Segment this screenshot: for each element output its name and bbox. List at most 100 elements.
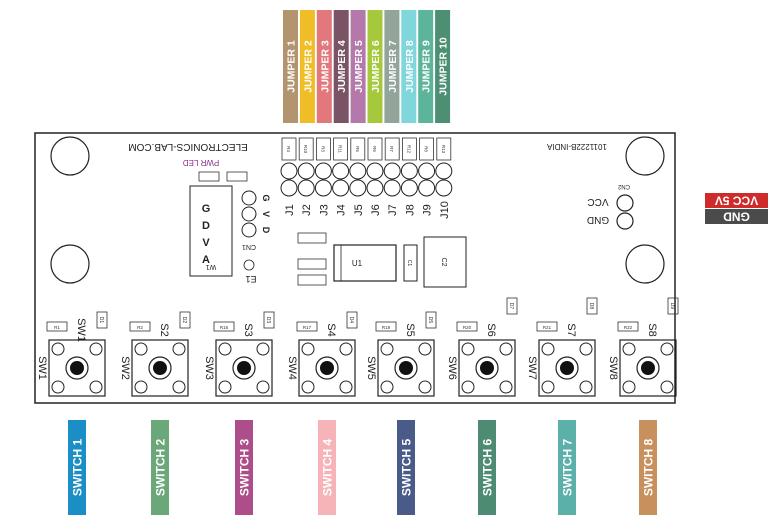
w1-connector xyxy=(189,185,233,277)
mounting-hole xyxy=(625,136,665,176)
switch-s-label-wrap: S4 xyxy=(325,323,337,336)
cn2-pin-label-wrap: GND xyxy=(587,214,609,225)
switch-sw-label-wrap: SW6 xyxy=(446,356,458,380)
switch-ring xyxy=(148,356,172,380)
resistor-pad xyxy=(384,137,400,161)
jumper-tag-label-wrap: JUMPER 4 xyxy=(336,40,348,93)
switch-sw-label: SW6 xyxy=(446,356,458,380)
w1-label: W1 xyxy=(206,263,217,270)
switch-leg xyxy=(301,342,315,356)
w1-pin-label: V xyxy=(202,237,210,249)
diode-label: D5 xyxy=(427,317,433,324)
diode-label: D9 xyxy=(669,303,675,310)
switch-leg xyxy=(256,380,270,394)
diode-pad xyxy=(586,297,598,315)
switch-button xyxy=(560,361,574,375)
switch-sw-label: SW1 xyxy=(36,356,48,380)
jumper-tag-label: JUMPER 9 xyxy=(421,40,433,93)
switch-leg xyxy=(461,342,475,356)
header-label-wrap: J10 xyxy=(439,201,451,219)
header-label: J5 xyxy=(353,204,365,216)
resistor-label: R7 xyxy=(389,146,394,152)
switch-tag-label-wrap: SWITCH 2 xyxy=(154,439,168,497)
jumper-tag-10 xyxy=(435,10,451,123)
jumper-tag-8 xyxy=(401,10,417,123)
mounting-hole xyxy=(50,136,90,176)
switch-leg xyxy=(499,380,513,394)
header-pin xyxy=(349,162,367,180)
switch-sw-label-wrap: SW1 xyxy=(36,356,48,380)
switch-leg xyxy=(218,342,232,356)
header-label-wrap: J4 xyxy=(336,204,348,216)
switch-sw-label-wrap: SW7 xyxy=(526,356,538,380)
switch-resistor-label: R16 xyxy=(220,325,229,330)
diode-pad xyxy=(425,311,437,329)
jumper-tag-label: JUMPER 1 xyxy=(286,40,298,93)
switch-s-label: S6 xyxy=(485,323,497,336)
resistor-label-wrap: R12 xyxy=(406,145,411,154)
switch-tag-8 xyxy=(639,420,657,515)
switch-button xyxy=(641,361,655,375)
resistor-pad xyxy=(198,171,220,182)
jumper-tag-label: JUMPER 7 xyxy=(387,40,399,93)
diode-label-wrap: D2 xyxy=(181,317,187,324)
switch-tag-label-wrap: SWITCH 8 xyxy=(642,439,656,497)
switch-tag-4 xyxy=(318,420,336,515)
switch-leg xyxy=(541,380,555,394)
diode-pad xyxy=(96,311,108,329)
mounting-hole xyxy=(50,244,90,284)
resistor-pad xyxy=(536,321,558,332)
power-tag-label: GND xyxy=(723,210,750,224)
resistor-pad xyxy=(297,258,327,270)
header-label-wrap: J9 xyxy=(422,204,434,216)
jumper-tag-7 xyxy=(384,10,400,123)
resistor-label-wrap: R5 xyxy=(355,146,360,152)
cn1-pin xyxy=(241,190,257,206)
switch-footprint xyxy=(215,339,273,397)
switch-ring xyxy=(232,356,256,380)
switch-sw-label-wrap: SW3 xyxy=(203,356,215,380)
switch-button xyxy=(320,361,334,375)
switch-sw-label: SW8 xyxy=(607,356,619,380)
switch-sw-label: SW4 xyxy=(286,356,298,380)
resistor-pad xyxy=(617,321,639,332)
header-pin xyxy=(280,179,298,197)
header-pin xyxy=(418,179,436,197)
header-pin xyxy=(366,179,384,197)
header-label: J8 xyxy=(404,204,416,216)
diode-label: D7 xyxy=(508,303,514,310)
resistor-pad xyxy=(46,321,68,332)
header-pin xyxy=(400,162,418,180)
switch-footprint xyxy=(458,339,516,397)
resistor-pad xyxy=(281,137,297,161)
jumper-tag-1 xyxy=(283,10,298,123)
switch-ring xyxy=(65,356,89,380)
jumper-tag-label: JUMPER 5 xyxy=(353,40,365,93)
switch-resistor-label: R18 xyxy=(382,325,391,330)
switch-leg xyxy=(172,342,186,356)
u1-label: U1 xyxy=(352,259,363,268)
switch-leg xyxy=(301,380,315,394)
resistor-label: R11 xyxy=(338,145,343,153)
vcc-tag xyxy=(705,193,768,208)
e1-label: E1 xyxy=(245,274,256,284)
switch-button xyxy=(480,361,494,375)
resistor-pad xyxy=(213,321,235,332)
switch-s-label-wrap: S2 xyxy=(158,323,170,336)
cn2-pin xyxy=(616,212,634,230)
switch-s-label-wrap: S6 xyxy=(485,323,497,336)
switch-tag-label: SWITCH 1 xyxy=(71,439,85,497)
switch-footprint xyxy=(538,339,596,397)
diode-label-wrap: D7 xyxy=(508,303,514,310)
w1-pin-label: A xyxy=(202,254,210,266)
power-tag-label: VCC 5V xyxy=(715,194,758,208)
switch-leg xyxy=(89,342,103,356)
resistor-pad xyxy=(401,137,417,161)
switch-tag-1 xyxy=(68,420,86,515)
switch-leg xyxy=(51,380,65,394)
cn2-pin xyxy=(616,194,634,212)
jumper-tag-label-wrap: JUMPER 5 xyxy=(353,40,365,93)
switch-tag-2 xyxy=(151,420,169,515)
switch-tag-label: SWITCH 7 xyxy=(561,439,575,497)
